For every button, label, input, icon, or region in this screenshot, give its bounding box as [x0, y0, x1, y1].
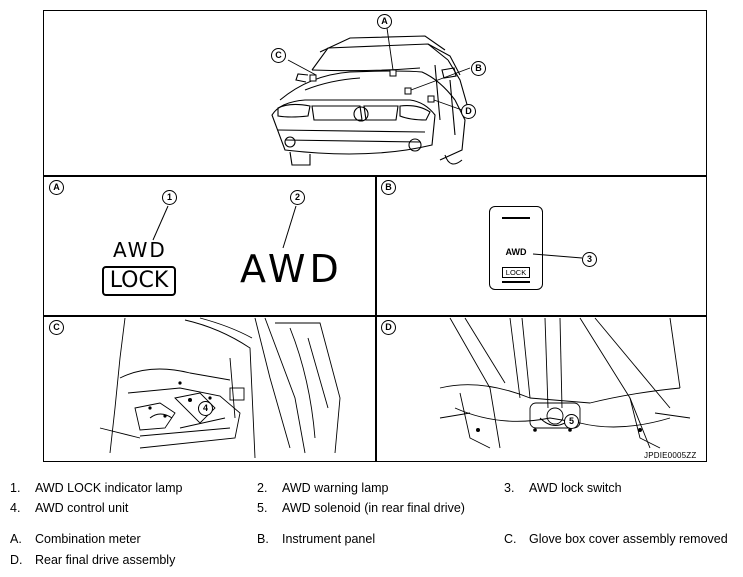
legend-key-4: 4. — [10, 501, 21, 515]
callout-4: 4 — [198, 401, 213, 416]
legend-key-5: 5. — [257, 501, 268, 515]
legend-label-5: AWD solenoid (in rear final drive) — [282, 501, 465, 515]
awd-lock-switch: AWD LOCK — [489, 206, 543, 290]
callout-5-label: 5 — [568, 416, 574, 426]
panel-b-letter: B — [385, 182, 392, 192]
legend-letter-key-b: B. — [257, 532, 269, 546]
switch-bottom-bar — [502, 281, 530, 283]
callout-a-top-label: A — [381, 16, 388, 26]
legend-letter-label-d: Rear final drive assembly — [35, 553, 176, 567]
awd-lock-lamp-top: AWD — [113, 238, 167, 262]
callout-3-label: 3 — [586, 254, 592, 264]
legend-label-1: AWD LOCK indicator lamp — [35, 481, 183, 495]
legend-letter-key-c: C. — [504, 532, 517, 546]
switch-lock-text: LOCK — [502, 267, 530, 278]
legend-letter-key-d: D. — [10, 553, 23, 567]
callout-c-top-label: C — [275, 50, 282, 60]
callout-b-top-label: B — [475, 63, 482, 73]
callout-1: 1 — [162, 190, 177, 205]
panel-d-label: D — [381, 320, 396, 335]
switch-top-bar — [502, 217, 530, 219]
callout-d-top-label: D — [465, 106, 472, 116]
awd-warning-lamp: AWD — [240, 247, 343, 291]
callout-b-top: B — [471, 61, 486, 76]
callout-2-label: 2 — [294, 192, 300, 202]
callout-5: 5 — [564, 414, 579, 429]
switch-awd-text: AWD — [505, 247, 527, 257]
callout-1-label: 1 — [166, 192, 172, 202]
legend-label-4: AWD control unit — [35, 501, 129, 515]
callout-c-top: C — [271, 48, 286, 63]
legend-key-1: 1. — [10, 481, 21, 495]
panel-a-label: A — [49, 180, 64, 195]
legend-letter-label-a: Combination meter — [35, 532, 141, 546]
panel-c-letter: C — [53, 322, 60, 332]
divider-vertical — [375, 175, 377, 462]
legend-label-2: AWD warning lamp — [282, 481, 389, 495]
callout-a-top: A — [377, 14, 392, 29]
callout-d-top: D — [461, 104, 476, 119]
panel-b-label: B — [381, 180, 396, 195]
figure-code: JPDIE0005ZZ — [644, 451, 697, 460]
panel-d-letter: D — [385, 322, 392, 332]
vehicle-illustration — [271, 27, 471, 166]
panel-c-label: C — [49, 320, 64, 335]
glove-box-illustration — [99, 317, 341, 459]
awd-lock-lamp-bottom: LOCK — [102, 266, 176, 296]
legend-letter-label-b: Instrument panel — [282, 532, 376, 546]
callout-4-label: 4 — [202, 403, 208, 413]
legend-letter-label-c: Glove box cover assembly removed — [529, 532, 728, 546]
callout-2: 2 — [290, 190, 305, 205]
rear-drive-illustration — [439, 317, 691, 449]
legend-key-2: 2. — [257, 481, 268, 495]
legend-label-3: AWD lock switch — [529, 481, 622, 495]
panel-a-letter: A — [53, 182, 60, 192]
callout-3: 3 — [582, 252, 597, 267]
legend-letter-key-a: A. — [10, 532, 22, 546]
legend-key-3: 3. — [504, 481, 515, 495]
